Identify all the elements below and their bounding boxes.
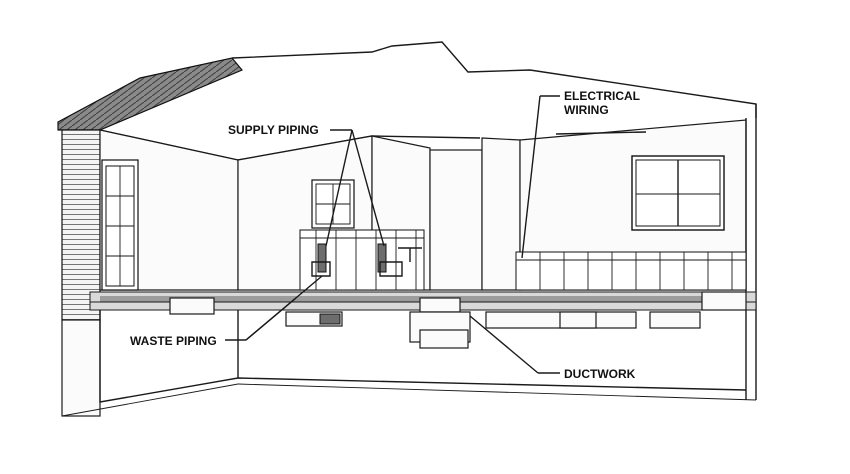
plumbing-framing xyxy=(299,229,425,291)
wall-framing xyxy=(515,131,747,291)
electrical-label-line2: WIRING xyxy=(564,103,609,117)
electrical-label-line1: ELECTRICAL xyxy=(564,89,640,103)
right-window xyxy=(631,155,725,231)
french-door xyxy=(101,159,139,291)
center-window xyxy=(311,179,355,229)
ductwork-label: DUCTWORK xyxy=(564,367,636,381)
floor-system xyxy=(89,291,757,315)
supply-piping-label: SUPPLY PIPING xyxy=(228,123,319,137)
waste-piping-label: WASTE PIPING xyxy=(130,334,217,348)
leader-lines xyxy=(225,95,560,374)
exterior-left-wall xyxy=(61,129,101,417)
basement xyxy=(61,310,757,417)
